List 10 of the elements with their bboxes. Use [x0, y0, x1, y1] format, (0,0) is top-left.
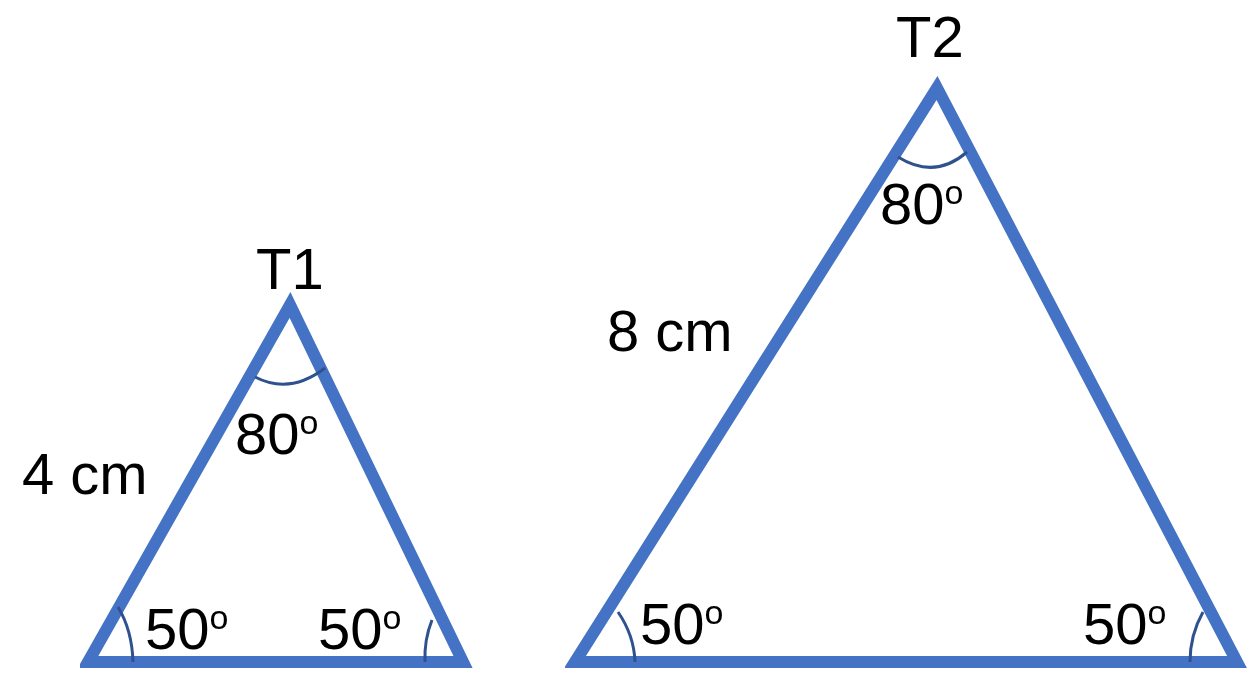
- triangle-name: T1: [256, 240, 324, 298]
- angle-label: 50$^{o}$: [318, 600, 402, 658]
- side-length-label: 8 cm: [607, 302, 733, 360]
- angle-label: 50$^{o}$: [640, 595, 724, 653]
- angle-label: 50$^{o}$: [145, 600, 229, 658]
- angle-label: 80$^{o}$: [235, 405, 319, 463]
- angle-label: 50$^{o}$: [1083, 595, 1167, 653]
- triangle-name: T2: [896, 8, 964, 66]
- side-length-label: 4 cm: [22, 445, 148, 503]
- angle-label: 80$^{o}$: [880, 175, 964, 233]
